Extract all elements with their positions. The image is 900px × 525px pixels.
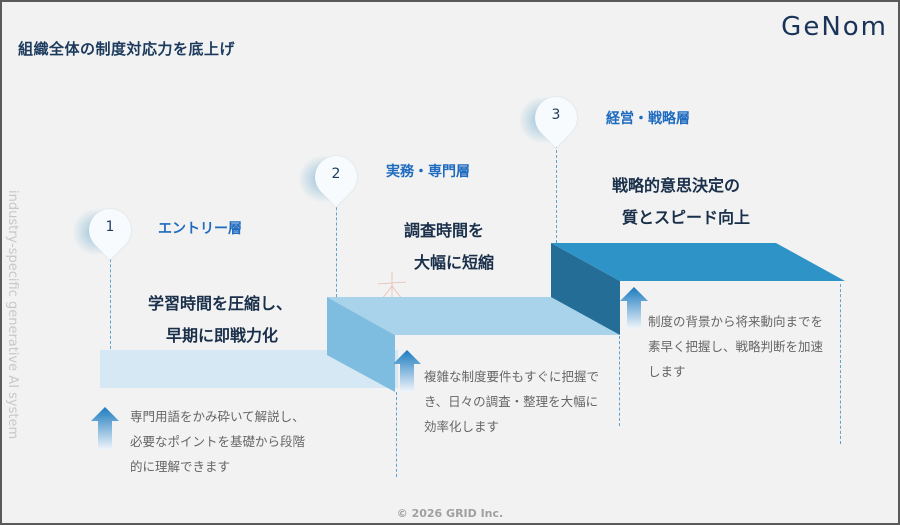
step-2-side [327,297,395,392]
step-1-marker: 1 [73,200,140,260]
guide-line-4 [396,392,397,477]
step-2-top [327,297,620,335]
step-3-headline: 戦略的意思決定の 質とスピード向上 [612,176,751,227]
sparkle-icon [377,272,407,300]
step-2-layer: 実務・専門層 [386,164,470,180]
up-arrow-icon-3 [620,287,648,329]
up-arrow-icon-2 [393,350,421,392]
page-title: 組織全体の制度対応力を底上げ [18,40,236,58]
step-1-description: 専門用語をかみ砕いて解説し、 必要なポイントを基礎から段階 的に理解できます [130,409,306,474]
step-1-headline: 学習時間を圧縮し、 早期に即戦力化 [148,294,293,345]
guide-line-6 [840,284,841,444]
up-arrow-icon-1 [91,407,119,450]
step-3-side [551,243,620,335]
guide-line-3 [556,145,557,243]
step-3-top [551,243,845,281]
step-2-headline: 調査時間を 大幅に短縮 [404,221,495,272]
copyright: © 2026 GRID Inc. [396,507,504,520]
step-3-description: 制度の背景から将来動向までを 素早く把握し、戦略判断を加速 します [648,314,824,379]
step-3-layer: 経営・戦略層 [606,111,690,127]
step-3-number: 3 [551,107,561,123]
step-2-marker: 2 [299,147,366,207]
guide-line-2 [336,197,337,297]
step-1-number: 1 [105,219,115,235]
genom-logo: GeNom [781,12,888,42]
step-1-layer: エントリー層 [158,221,242,237]
guide-line-1 [110,249,111,349]
step-3-marker: 3 [519,88,586,148]
guide-line-5 [619,336,620,426]
step-2-description: 複雑な制度要件もすぐに把握で き、日々の調査・整理を大幅に 効率化します [424,369,600,434]
step-2-number: 2 [331,166,341,182]
